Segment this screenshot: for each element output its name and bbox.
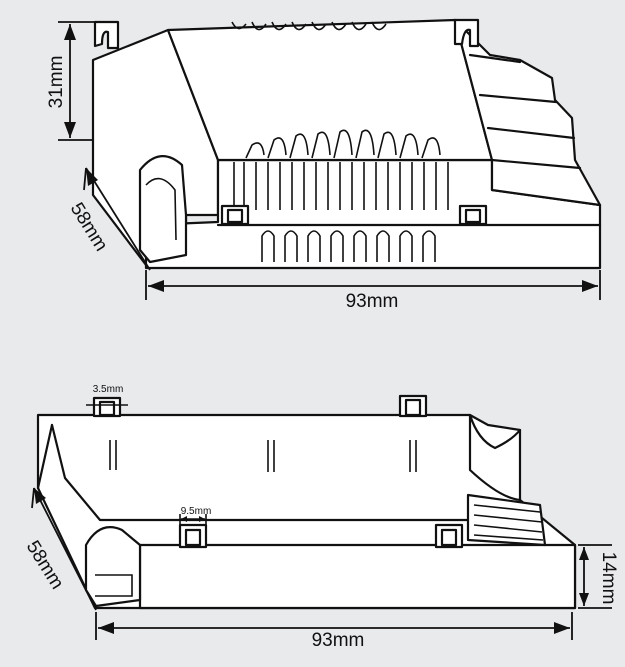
top-view-housing [91, 18, 602, 270]
bottom-length-label: 93mm [312, 630, 365, 651]
bottom-depth-label: 58mm [22, 537, 68, 593]
top-view-mounting-lugs [93, 18, 480, 50]
top-length-label: 93mm [346, 291, 399, 312]
bottom-view-tray [36, 394, 577, 610]
bottom-view-height-dimension: 14mm [578, 544, 619, 609]
bottom-view-length-dimension: 93mm [95, 612, 573, 651]
top-height-label: 31mm [46, 56, 67, 109]
top-view-length-dimension: 93mm [145, 270, 601, 312]
slot-width-label: 3.5mm [93, 384, 124, 395]
tab-width-label: 9.5mm [181, 506, 212, 517]
top-view-vent-ribs [231, 21, 441, 159]
top-view-front-slots [220, 162, 488, 262]
bottom-height-label: 14mm [598, 552, 619, 605]
bottom-view-tab-dimension: 9.5mm [179, 506, 212, 524]
top-view-height-dimension: 31mm [46, 21, 100, 141]
bottom-view-slot-dimension: 3.5mm [86, 384, 128, 408]
